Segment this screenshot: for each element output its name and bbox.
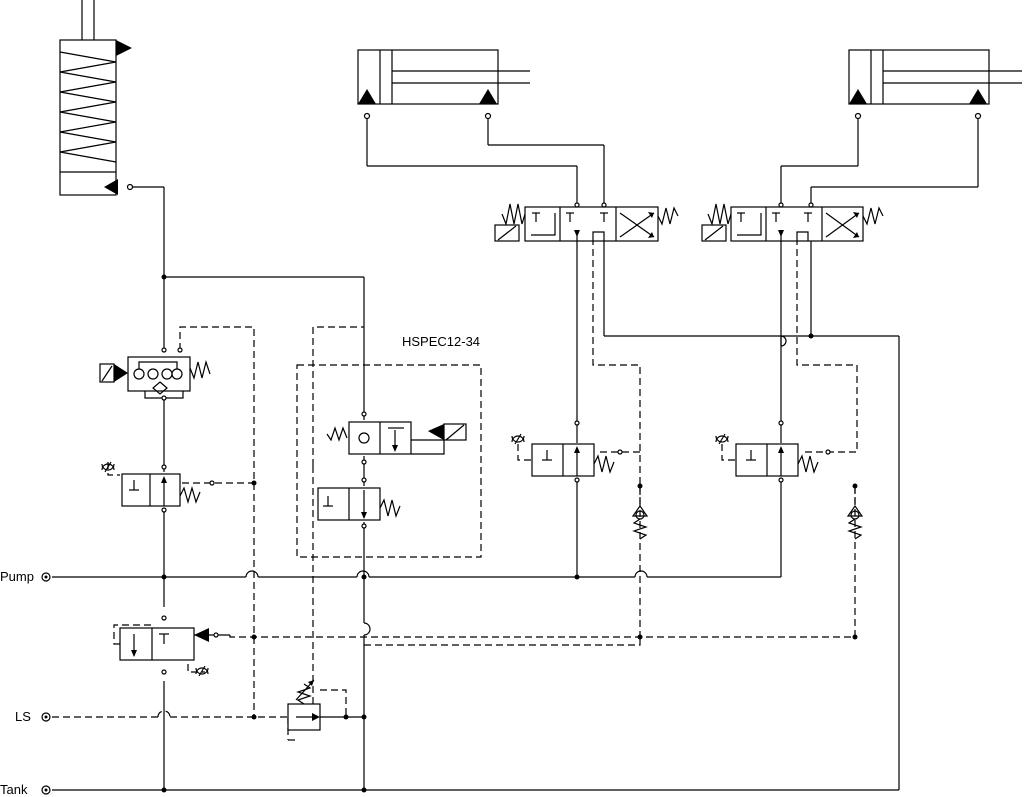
module-box: HSPEC12-34 — [296, 334, 482, 558]
directional-valve-icon — [494, 202, 679, 242]
check-valve-icon — [846, 486, 864, 540]
ls-label: LS — [15, 709, 31, 724]
directional-valve-icon — [701, 202, 884, 242]
unloading-valve-icon — [113, 615, 219, 677]
junction-dots — [161, 274, 858, 793]
shuttle-valve-icon — [99, 347, 211, 401]
pilot-lines — [107, 238, 858, 741]
pump-label: Pump — [0, 569, 34, 584]
module-label: HSPEC12-34 — [402, 334, 480, 349]
double-acting-cylinder-icon — [357, 49, 530, 120]
check-valve-icon — [631, 486, 649, 540]
pressure-compensator-icon — [101, 461, 215, 513]
port-terminals — [41, 572, 51, 795]
pressure-compensator-icon — [511, 420, 623, 483]
tank-label: Tank — [0, 782, 28, 797]
double-acting-cylinder-icon — [848, 49, 1022, 120]
pressure-compensator-icon — [715, 420, 831, 483]
relief-valve-icon — [287, 679, 321, 731]
spring-cylinder-icon — [59, 0, 134, 196]
